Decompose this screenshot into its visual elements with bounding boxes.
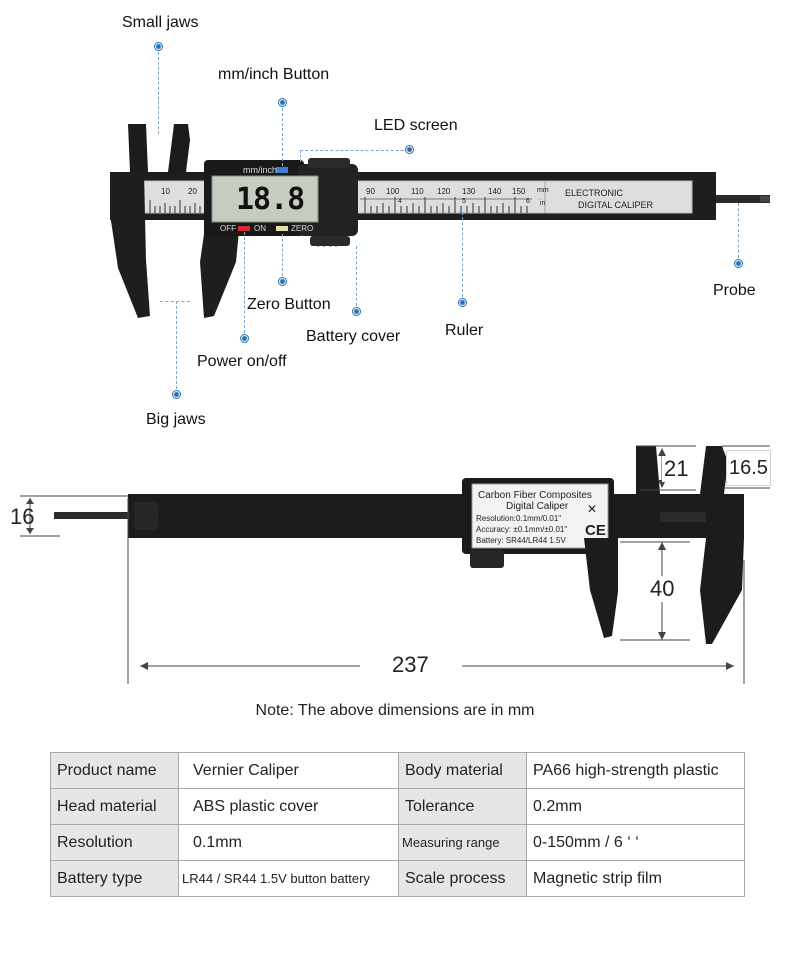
ruler-number-100: 100 — [386, 187, 400, 196]
zero-label: ZERO — [291, 224, 314, 233]
callout-led-screen-dot — [405, 145, 414, 154]
callout-small-jaws: Small jaws — [122, 14, 199, 31]
callout-mm-inch-dot — [278, 98, 287, 107]
callout-big-jaws-dot — [172, 390, 181, 399]
callout-probe-leader — [738, 203, 739, 258]
dim-small-jaw: 21 — [662, 456, 691, 482]
callout-ruler-dot — [458, 298, 467, 307]
callout-led-screen-leader-v — [300, 150, 301, 162]
callout-small-jaws-dot — [154, 42, 163, 51]
spec-value: PA66 high-strength plastic — [526, 752, 745, 789]
spec-key: Measuring range — [398, 824, 527, 861]
callout-led-screen: LED screen — [374, 117, 458, 134]
unit-mm: mm — [537, 187, 549, 194]
callout-battery-dot — [352, 307, 361, 316]
callout-battery-leader — [356, 246, 357, 306]
dimension-note: Note: The above dimensions are in mm — [255, 702, 535, 719]
back-label-line4: Accuracy: ±0.1mm/±0.01" — [476, 525, 568, 534]
caliper-front: mm/inch 18.8 OFF ON ZERO 10 20 90 100 11… — [0, 0, 790, 440]
spec-value: Magnetic strip film — [526, 860, 745, 897]
spec-key: Head material — [50, 788, 179, 825]
callout-zero-dot — [278, 277, 287, 286]
spec-key: Product name — [50, 752, 179, 789]
spec-key: Tolerance — [398, 788, 527, 825]
callout-power: Power on/off — [197, 353, 287, 370]
ruler-number-10: 10 — [161, 187, 170, 196]
callout-big-jaws-leader — [176, 301, 177, 389]
callout-led-screen-leader — [300, 150, 404, 151]
callout-probe: Probe — [713, 282, 756, 299]
callout-power-leader — [244, 232, 245, 333]
callout-mm-inch-leader — [282, 108, 283, 166]
spec-value: ABS plastic cover — [178, 788, 399, 825]
table-row: Resolution 0.1mm Measuring range 0-150mm… — [50, 824, 745, 861]
callout-mm-inch-button: mm/inch Button — [218, 66, 330, 83]
ruler-number-130: 130 — [462, 187, 476, 196]
caliper-back: Carbon Fiber Composites Digital Caliper … — [0, 440, 790, 690]
dim-big-jaw: 40 — [648, 576, 677, 602]
back-label-line3: Resolution:0.1mm/0.01" — [476, 514, 562, 523]
callout-ruler-leader — [462, 212, 463, 297]
table-row: Head material ABS plastic cover Toleranc… — [50, 788, 745, 825]
ce-mark: CE — [585, 522, 606, 539]
off-label: OFF — [220, 224, 236, 233]
inch-number-4: 4 — [398, 198, 402, 205]
spec-key: Battery type — [50, 860, 179, 897]
on-label: ON — [254, 224, 266, 233]
callout-battery-cover: Battery cover — [306, 328, 401, 345]
ruler-number-110: 110 — [411, 187, 424, 196]
spec-value: LR44 / SR44 1.5V button battery — [178, 860, 399, 897]
ruler-number-20: 20 — [188, 187, 197, 196]
ruler-title-1: ELECTRONIC — [565, 188, 624, 198]
callout-small-jaws-leader — [158, 52, 159, 134]
dim-length: 237 — [392, 652, 429, 677]
ruler-number-140: 140 — [488, 187, 502, 196]
lcd-readout: 18.8 — [236, 182, 305, 217]
ruler-number-150: 150 — [512, 187, 526, 196]
spec-value: 0-150mm / 6 ‘ ‘ — [526, 824, 745, 861]
back-label-line1: Carbon Fiber Composites — [478, 490, 592, 501]
ruler-ticks-right — [364, 197, 528, 213]
callout-power-dot — [240, 334, 249, 343]
unit-in: in — [540, 200, 546, 207]
callout-big-jaws: Big jaws — [146, 411, 206, 428]
recycle-bin-icon: ✕ — [587, 502, 598, 516]
ruler-ticks-left — [149, 200, 201, 213]
table-row: Product name Vernier Caliper Body materi… — [50, 752, 745, 789]
mode-label: mm/inch — [243, 165, 278, 175]
spec-value: 0.1mm — [178, 824, 399, 861]
spec-key: Scale process — [398, 860, 527, 897]
caliper-back-drawing — [20, 445, 770, 684]
inch-number-5: 5 — [462, 198, 466, 205]
callout-ruler: Ruler — [445, 322, 484, 339]
callout-zero-leader — [282, 234, 283, 276]
back-label-line5: Battery: SR44/LR44 1.5V — [476, 536, 566, 545]
ruler-title-2: DIGITAL CALIPER — [578, 200, 654, 210]
callout-zero-button: Zero Button — [247, 296, 331, 313]
spec-key: Resolution — [50, 824, 179, 861]
spec-table: Product name Vernier Caliper Body materi… — [50, 752, 745, 897]
callout-big-jaws-leader-h — [160, 301, 190, 302]
spec-value: Vernier Caliper — [178, 752, 399, 789]
dim-small-jaw-width: 16.5 — [726, 450, 771, 486]
inch-number-6: 6 — [526, 198, 530, 205]
caliper-front-drawing — [110, 124, 770, 318]
spec-key: Body material — [398, 752, 527, 789]
dim-probe: 16 — [10, 504, 35, 529]
callout-probe-dot — [734, 259, 743, 268]
spec-value: 0.2mm — [526, 788, 745, 825]
ruler-number-120: 120 — [437, 187, 451, 196]
back-label-line2: Digital Caliper — [506, 501, 569, 512]
table-row: Battery type LR44 / SR44 1.5V button bat… — [50, 860, 745, 897]
ruler-number-90: 90 — [366, 187, 375, 196]
